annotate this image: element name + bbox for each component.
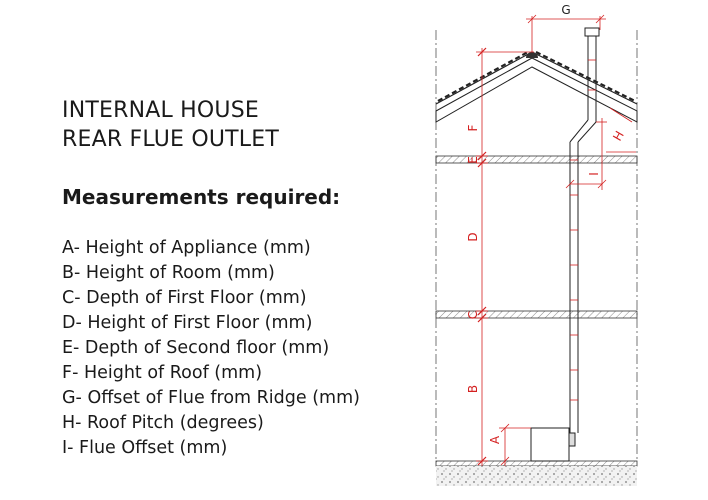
measurement-item-i: I- Flue Offset (mm) <box>62 438 228 458</box>
roof <box>435 51 638 123</box>
label-d: D <box>466 232 480 241</box>
measurement-item-f: F- Height of Roof (mm) <box>62 363 263 383</box>
dimension-lines <box>476 14 636 466</box>
first-floor <box>435 310 638 319</box>
measurement-item-d: D- Height of First Floor (mm) <box>62 313 313 333</box>
title-line-2: REAR FLUE OUTLET <box>62 127 279 152</box>
label-a: A <box>488 435 502 444</box>
label-h: H <box>610 129 627 144</box>
second-floor <box>435 155 638 164</box>
label-c: C <box>466 311 480 319</box>
measurements-list: A- Height of Appliance (mm) B- Height of… <box>62 236 360 461</box>
ground-slab <box>435 460 638 486</box>
diagram-title: INTERNAL HOUSE REAR FLUE OUTLET <box>62 96 279 154</box>
flue-pipe <box>569 27 600 433</box>
label-e: E <box>466 156 480 164</box>
label-b: B <box>466 385 480 393</box>
dimension-labels: F E D C B A G H I <box>466 3 627 444</box>
measurement-item-e: E- Depth of Second floor (mm) <box>62 338 330 358</box>
measurement-item-c: C- Depth of First Floor (mm) <box>62 288 307 308</box>
title-line-1: INTERNAL HOUSE <box>62 98 259 123</box>
measurement-item-a: A- Height of Appliance (mm) <box>62 238 311 258</box>
label-g: G <box>561 3 570 17</box>
label-i: I <box>587 172 601 176</box>
measurement-item-g: G- Offset of Flue from Ridge (mm) <box>62 388 360 408</box>
measurement-item-h: H- Roof Pitch (degrees) <box>62 413 264 433</box>
measurements-heading: Measurements required: <box>62 185 341 209</box>
measurement-item-b: B- Height of Room (mm) <box>62 263 275 283</box>
side-walls <box>435 30 638 462</box>
label-f: F <box>466 124 480 131</box>
appliance <box>530 427 576 462</box>
